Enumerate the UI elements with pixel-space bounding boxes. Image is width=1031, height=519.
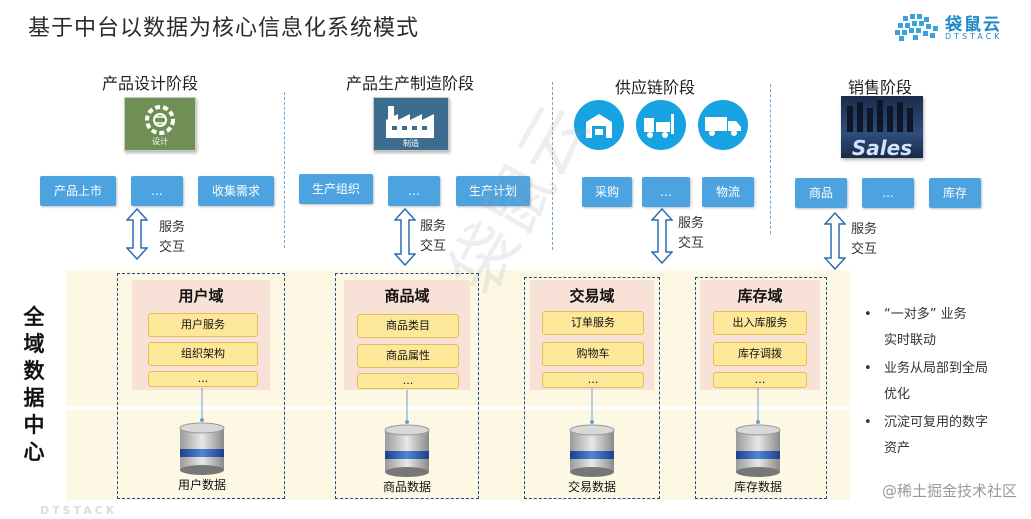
- service-item: 出入库服务: [713, 311, 807, 335]
- bullet-line: 优化: [884, 387, 911, 402]
- double-arrow-icon: [126, 208, 148, 260]
- label-service: 服务: [159, 220, 186, 235]
- juejin-watermark: @稀土掘金技术社区: [881, 482, 1017, 500]
- label-interaction: 交互: [420, 239, 447, 254]
- label-interaction: 交互: [159, 240, 186, 255]
- sales-image-icon: Sales: [841, 96, 923, 160]
- title-char: 据: [23, 386, 45, 410]
- label-service: 服务: [420, 219, 447, 234]
- cloud-logo-icon: [895, 14, 938, 41]
- design-icon-caption: 设计: [152, 137, 168, 146]
- service-item: 库存调拨: [713, 342, 807, 366]
- stage-box-goods: 商品: [795, 178, 847, 208]
- stage-box-more: ...: [642, 177, 690, 207]
- double-arrow-icon: [651, 208, 673, 264]
- domain-title: 交易域: [569, 287, 615, 305]
- bullet-dot: •: [864, 361, 872, 376]
- stage-box-purchasing: 采购: [582, 177, 632, 207]
- domain-goods: [335, 273, 479, 499]
- stage-box-production-organization: 生产组织: [299, 174, 373, 204]
- service-item: ...: [542, 372, 644, 388]
- service-item: ...: [713, 372, 807, 388]
- stage-box-more: ...: [862, 178, 914, 208]
- stage-label-design: 产品设计阶段: [101, 74, 198, 93]
- stage-divider: [552, 82, 553, 250]
- stage-divider: [770, 84, 771, 234]
- bullet-line: 沉淀可复用的数字: [884, 415, 989, 430]
- service-interaction-label: 服务交互: [420, 217, 446, 257]
- title-char: 全: [23, 305, 45, 329]
- sales-image-caption: Sales: [851, 136, 913, 160]
- bullet-dot: •: [864, 307, 872, 322]
- title-char: 中: [23, 413, 45, 437]
- warehouse-icon: [574, 100, 624, 150]
- service-item: 订单服务: [542, 311, 644, 335]
- label-interaction: 交互: [851, 242, 878, 257]
- title-char: 域: [23, 332, 45, 356]
- design-gear-icon: 设计: [124, 97, 196, 151]
- domain-panel: [700, 280, 820, 390]
- domain-trade: [524, 277, 660, 499]
- service-item: 商品类目: [357, 314, 459, 338]
- stage-label-manufacturing: 产品生产制造阶段: [345, 74, 474, 93]
- label-service: 服务: [851, 222, 878, 237]
- page-title: 基于中台以数据为核心信息化系统模式: [28, 16, 420, 41]
- service-item: 商品属性: [357, 344, 459, 368]
- stage-box-product-launch: 产品上市: [40, 176, 116, 206]
- logo-text-en: DTSTACK: [945, 32, 1003, 41]
- domain-title: 库存域: [737, 287, 783, 305]
- stage-label-supply-chain: 供应链阶段: [614, 78, 695, 97]
- stage-box-production-plan: 生产计划: [456, 176, 530, 206]
- factory-icon: 制造: [373, 97, 449, 151]
- service-item: ...: [148, 371, 258, 387]
- benefit-list: • “一对多” 业务 实时联动 • 业务从局部到全局 优化 • 沉淀可复用的数字…: [862, 302, 1022, 462]
- benefit-item: • “一对多” 业务 实时联动: [862, 302, 1022, 354]
- service-item: 购物车: [542, 342, 644, 366]
- stage-box-collect-requirements: 收集需求: [198, 176, 274, 206]
- title-char: 数: [23, 359, 45, 383]
- database-label: 用户数据: [177, 478, 226, 492]
- service-interaction-label: 服务交互: [851, 220, 877, 260]
- truck-icon: [698, 100, 748, 150]
- stage-box-more: ...: [131, 176, 183, 206]
- domain-panel: [530, 280, 654, 390]
- bullet-line: 业务从局部到全局: [884, 361, 989, 376]
- stage-label-sales: 销售阶段: [847, 78, 912, 97]
- domain-inventory: [695, 277, 827, 499]
- service-interaction-label: 服务交互: [159, 218, 185, 258]
- forklift-icon: [636, 100, 686, 150]
- domain-user: [117, 273, 285, 499]
- database-label: 库存数据: [733, 480, 782, 494]
- database-label: 商品数据: [382, 480, 431, 494]
- bullet-dot: •: [864, 415, 872, 430]
- factory-icon-caption: 制造: [403, 139, 419, 148]
- stage-divider: [284, 92, 285, 248]
- stage-box-inventory: 库存: [929, 178, 981, 208]
- supply-chain-icons: [572, 100, 750, 152]
- domain-title: 商品域: [384, 287, 430, 305]
- benefit-item: • 业务从局部到全局 优化: [862, 356, 1022, 408]
- bullet-line: 资产: [884, 441, 911, 456]
- bullet-line: “一对多” 业务: [884, 307, 967, 322]
- service-item: 用户服务: [148, 313, 258, 337]
- label-interaction: 交互: [678, 236, 705, 251]
- domain-title: 用户域: [178, 287, 224, 305]
- data-center-title: 全 域 数 据 中 心: [18, 304, 50, 466]
- service-item: ...: [357, 373, 459, 389]
- dtstack-watermark: DTSTACK: [40, 504, 118, 517]
- dtstack-logo: 袋鼠云 DTSTACK: [893, 10, 1013, 44]
- service-item: 组织架构: [148, 342, 258, 366]
- double-arrow-icon: [824, 212, 846, 270]
- stage-box-more: ...: [388, 176, 440, 206]
- benefit-item: • 沉淀可复用的数字 资产: [862, 410, 1022, 462]
- double-arrow-icon: [394, 208, 416, 266]
- service-interaction-label: 服务交互: [678, 214, 704, 254]
- logo-text-cn: 袋鼠云: [945, 15, 1002, 35]
- title-char: 心: [23, 440, 45, 464]
- bullet-line: 实时联动: [884, 333, 937, 348]
- stage-box-logistics: 物流: [702, 177, 754, 207]
- label-service: 服务: [678, 216, 705, 231]
- database-label: 交易数据: [567, 480, 616, 494]
